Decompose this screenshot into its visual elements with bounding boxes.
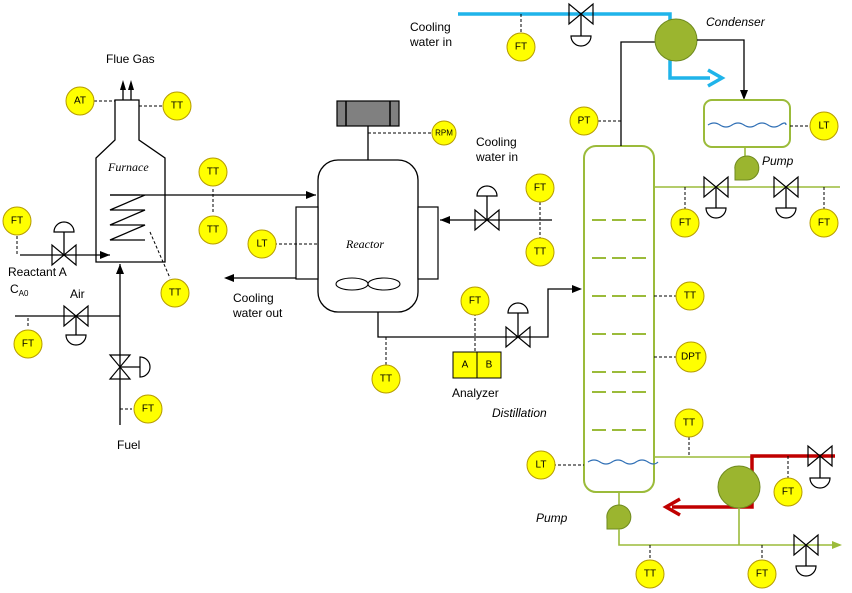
reboiler — [717, 465, 761, 509]
svg-text:FT: FT — [469, 296, 481, 307]
air-control-valve[interactable] — [63, 304, 89, 346]
analyzer-a-label: A — [462, 360, 469, 371]
fuel-label: Fuel — [117, 438, 140, 452]
reactor-label: Reactor — [345, 237, 384, 251]
instrument-tt-bottoms[interactable]: TT — [635, 559, 665, 589]
condenser-label: Condenser — [706, 15, 766, 29]
reflux-pump — [734, 147, 760, 181]
cooling-water-in-top-label-1: Cooling — [410, 20, 451, 34]
svg-text:FT: FT — [11, 216, 23, 227]
instrument-ft-reflux-left[interactable]: FT — [670, 208, 700, 238]
svg-text:FT: FT — [515, 42, 527, 53]
svg-text:FT: FT — [756, 569, 768, 580]
flue-gas-label: Flue Gas — [106, 52, 155, 66]
svg-text:TT: TT — [644, 569, 656, 580]
instrument-ft-reactant[interactable]: FT — [2, 206, 32, 236]
instrument-ft-reactor-outlet[interactable]: FT — [460, 286, 490, 316]
svg-text:FT: FT — [818, 218, 830, 229]
instrument-ft-fuel[interactable]: FT — [133, 394, 163, 424]
reflux-right-valve[interactable] — [773, 175, 799, 219]
fuel-control-valve[interactable] — [108, 354, 151, 380]
instrument-tt-feed-lower[interactable]: TT — [198, 215, 228, 245]
svg-text:LT: LT — [819, 121, 830, 132]
svg-text:PT: PT — [578, 116, 591, 127]
instrument-tt-column-bottom[interactable]: TT — [674, 408, 704, 438]
instrument-lt-reflux-drum[interactable]: LT — [809, 111, 839, 141]
instrument-tt-flue[interactable]: TT — [162, 91, 192, 121]
svg-text:TT: TT — [534, 247, 546, 258]
bottoms-control-valve[interactable] — [793, 533, 819, 577]
svg-text:TT: TT — [171, 101, 183, 112]
reactor-outlet-control-valve[interactable] — [505, 302, 531, 349]
svg-text:TT: TT — [683, 418, 695, 429]
instrument-lt-column-bottom[interactable]: LT — [526, 450, 556, 480]
condenser-outlet-line — [697, 39, 745, 98]
cooling-water-out-label-1: Cooling — [233, 291, 274, 305]
instrument-rpm[interactable]: RPM — [431, 120, 457, 146]
analyzer-b-label: B — [486, 360, 493, 371]
instrument-ft-reboiler-steam[interactable]: FT — [773, 477, 803, 507]
reflux-drum — [703, 99, 791, 148]
instrument-tt-cw-reactor[interactable]: TT — [525, 237, 555, 267]
column-overhead-line — [620, 41, 656, 146]
instrument-ft-air[interactable]: FT — [13, 329, 43, 359]
instrument-tt-column-mid[interactable]: TT — [675, 281, 705, 311]
svg-text:LT: LT — [536, 460, 547, 471]
cooling-water-in-reactor-label-1: Cooling — [476, 135, 517, 149]
pump-top-label: Pump — [762, 154, 794, 168]
bottoms-pump — [606, 492, 632, 530]
instrument-ft-bottoms[interactable]: FT — [747, 559, 777, 589]
svg-text:FT: FT — [142, 404, 154, 415]
furnace — [95, 80, 166, 263]
reactor-drive-motor — [336, 100, 400, 127]
reflux-left-valve[interactable] — [703, 175, 729, 219]
svg-text:FT: FT — [782, 487, 794, 498]
instrument-pt-column[interactable]: PT — [569, 106, 599, 136]
cooling-water-in-top-label-2: water in — [409, 35, 452, 49]
reactant-label: Reactant A — [8, 265, 67, 279]
reactor-vessel — [295, 159, 439, 313]
ca0-label: CA0 — [10, 282, 29, 298]
svg-text:DPT: DPT — [681, 352, 701, 363]
analyzer-label: Analyzer — [452, 386, 499, 400]
instrument-ft-cw-reactor[interactable]: FT — [525, 173, 555, 203]
instrument-tt-feed-upper[interactable]: TT — [198, 157, 228, 187]
svg-text:FT: FT — [679, 218, 691, 229]
svg-text:TT: TT — [380, 374, 392, 385]
svg-text:FT: FT — [22, 339, 34, 350]
air-label: Air — [70, 287, 85, 301]
svg-text:TT: TT — [207, 167, 219, 178]
instrument-ft-cooling-top[interactable]: FT — [506, 32, 536, 62]
cooling-water-out-label-2: water out — [232, 306, 283, 320]
furnace-label: Furnace — [107, 160, 149, 174]
reactor-outlet-line — [377, 288, 580, 338]
instrument-tt-reactor-outlet[interactable]: TT — [371, 364, 401, 394]
svg-text:FT: FT — [534, 183, 546, 194]
distillation-column — [583, 145, 659, 493]
analyzer — [452, 351, 502, 379]
instrument-at-flue[interactable]: AT — [65, 86, 95, 116]
reboiler-steam-valve[interactable] — [807, 444, 833, 489]
condenser — [654, 18, 698, 62]
reactant-control-valve[interactable] — [51, 221, 77, 267]
svg-text:TT: TT — [684, 291, 696, 302]
distillation-label: Distillation — [492, 406, 547, 420]
instrument-tt-furnace-coil[interactable]: TT — [160, 278, 190, 308]
svg-text:RPM: RPM — [435, 129, 453, 138]
svg-text:TT: TT — [169, 288, 181, 299]
reactor-cooling-control-valve[interactable] — [474, 185, 500, 232]
pump-bottom-label: Pump — [536, 511, 568, 525]
svg-text:TT: TT — [207, 225, 219, 236]
cooling-water-in-reactor-label-2: water in — [475, 150, 518, 164]
svg-text:LT: LT — [257, 239, 268, 250]
condenser-cooling-control-valve[interactable] — [568, 2, 594, 47]
instrument-dpt-column[interactable]: DPT — [675, 341, 707, 373]
bottoms-line — [618, 529, 840, 546]
instrument-ft-reflux-right[interactable]: FT — [809, 208, 839, 238]
svg-text:AT: AT — [74, 96, 86, 107]
instrument-lt-reactor[interactable]: LT — [247, 229, 277, 259]
